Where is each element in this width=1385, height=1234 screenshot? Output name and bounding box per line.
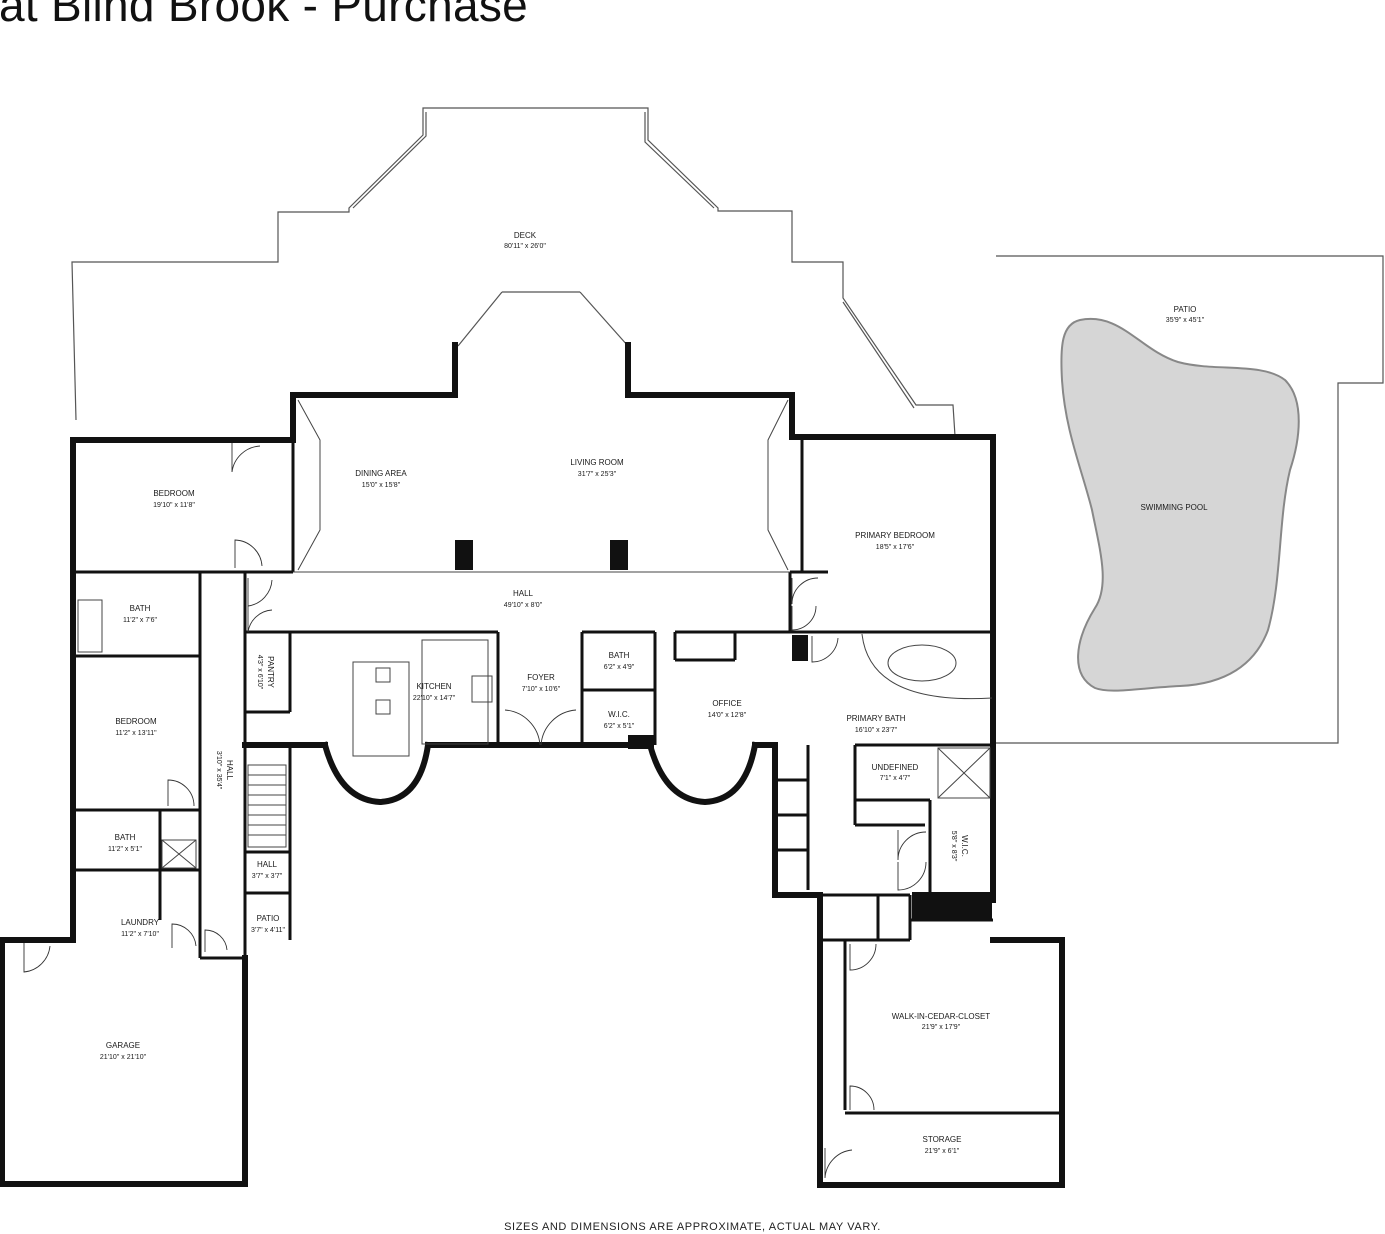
room-hall-side-name: HALL xyxy=(225,760,234,781)
room-cedar-closet-name: WALK-IN-CEDAR-CLOSET xyxy=(892,1012,990,1021)
room-living-room-name: LIVING ROOM xyxy=(570,458,624,467)
room-bedroom-1-name: BEDROOM xyxy=(153,489,195,498)
room-kitchen-name: KITCHEN xyxy=(416,682,451,691)
room-wic-2: W.I.C. 5'8" x 8'3" xyxy=(950,831,969,862)
fixtures xyxy=(77,599,993,869)
room-laundry-dim: 11'2" x 7'10" xyxy=(121,931,159,938)
room-pantry-dim: 4'3" x 6'10" xyxy=(256,655,263,690)
room-foyer-name: FOYER xyxy=(527,673,555,682)
room-bath-1: BATH 11'2" x 7'6" xyxy=(123,604,157,624)
room-bath-2-name: BATH xyxy=(609,651,630,660)
room-hall-main-name: HALL xyxy=(513,589,534,598)
room-patio-small: PATIO 3'7" x 4'11" xyxy=(251,914,285,934)
room-hall-small: HALL 3'7" x 3'7" xyxy=(252,860,283,880)
room-deck: DECK 80'11" x 26'0" xyxy=(504,231,546,250)
living-dining-lines xyxy=(293,399,790,573)
room-bedroom-2: BEDROOM 11'2" x 13'11" xyxy=(115,717,157,737)
room-bath-2-dim: 6'2" x 4'9" xyxy=(604,664,635,671)
room-wic-2-dim: 5'8" x 8'3" xyxy=(950,831,957,862)
room-office-dim: 14'0" x 12'8" xyxy=(708,712,747,719)
room-wic-1-dim: 6'2" x 5'1" xyxy=(604,723,635,730)
room-patio-pool: PATIO 35'9" x 45'1" xyxy=(1166,305,1205,324)
room-pantry-name: PANTRY xyxy=(266,656,275,688)
room-dining-area-name: DINING AREA xyxy=(355,469,407,478)
room-garage-dim: 21'10" x 21'10" xyxy=(100,1054,147,1061)
plan-title: g at Blind Brook - Purchase xyxy=(0,0,529,31)
room-storage-name: STORAGE xyxy=(923,1135,962,1144)
room-bath-3-name: BATH xyxy=(115,833,136,842)
room-swimming-pool: SWIMMING POOL xyxy=(1140,503,1208,512)
room-bedroom-2-name: BEDROOM xyxy=(115,717,157,726)
room-laundry: LAUNDRY 11'2" x 7'10" xyxy=(121,918,160,938)
room-primary-bath: PRIMARY BATH 16'10" x 23'7" xyxy=(846,714,905,734)
room-patio-small-dim: 3'7" x 4'11" xyxy=(251,927,285,934)
room-kitchen-dim: 22'10" x 14'7" xyxy=(413,695,456,702)
room-wic-2-name: W.I.C. xyxy=(960,835,969,857)
room-bath-2: BATH 6'2" x 4'9" xyxy=(604,651,635,671)
room-primary-bath-name: PRIMARY BATH xyxy=(846,714,905,723)
room-primary-bath-dim: 16'10" x 23'7" xyxy=(855,727,898,734)
room-wic-1: W.I.C. 6'2" x 5'1" xyxy=(604,710,635,730)
room-patio-pool-name: PATIO xyxy=(1174,305,1197,314)
room-primary-bedroom: PRIMARY BEDROOM 18'5" x 17'6" xyxy=(855,531,935,551)
pool-patio-outline xyxy=(996,255,1384,744)
room-hall-side-dim: 3'10" x 35'4" xyxy=(215,751,222,790)
room-laundry-name: LAUNDRY xyxy=(121,918,160,927)
room-deck-name: DECK xyxy=(514,231,537,240)
room-foyer: FOYER 7'10" x 10'6" xyxy=(522,673,561,693)
room-bath-3: BATH 11'2" x 5'1" xyxy=(108,833,142,853)
door-swings xyxy=(23,443,927,1179)
disclaimer-footer: SIZES AND DIMENSIONS ARE APPROXIMATE, AC… xyxy=(504,1221,881,1233)
room-deck-dim: 80'11" x 26'0" xyxy=(504,243,546,250)
room-undefined: UNDEFINED 7'1" x 4'7" xyxy=(872,763,919,782)
room-bath-3-dim: 11'2" x 5'1" xyxy=(108,846,142,853)
room-undefined-dim: 7'1" x 4'7" xyxy=(880,775,911,782)
room-swimming-pool-name: SWIMMING POOL xyxy=(1140,503,1208,512)
room-hall-small-dim: 3'7" x 3'7" xyxy=(252,873,283,880)
room-garage: GARAGE 21'10" x 21'10" xyxy=(100,1041,147,1061)
room-bath-1-dim: 11'2" x 7'6" xyxy=(123,617,157,624)
room-office: OFFICE 14'0" x 12'8" xyxy=(708,699,747,719)
deck-outline xyxy=(71,107,956,437)
room-hall-main: HALL 49'10" x 8'0" xyxy=(504,589,543,609)
room-cedar-closet-dim: 21'9" x 17'9" xyxy=(922,1024,961,1031)
room-hall-side: HALL 3'10" x 35'4" xyxy=(215,751,234,790)
room-dining-area: DINING AREA 15'0" x 15'8" xyxy=(355,469,407,489)
dark-blocks xyxy=(455,540,992,920)
room-cedar-closet: WALK-IN-CEDAR-CLOSET 21'9" x 17'9" xyxy=(892,1012,990,1031)
room-primary-bedroom-name: PRIMARY BEDROOM xyxy=(855,531,935,540)
room-bedroom-1-dim: 19'10" x 11'8" xyxy=(153,502,195,509)
room-garage-name: GARAGE xyxy=(106,1041,140,1050)
room-bedroom-1: BEDROOM 19'10" x 11'8" xyxy=(153,489,195,509)
room-wic-1-name: W.I.C. xyxy=(608,710,630,719)
room-bedroom-2-dim: 11'2" x 13'11" xyxy=(115,730,157,737)
swimming-pool-shape xyxy=(1060,317,1300,692)
room-bath-1-name: BATH xyxy=(130,604,151,613)
room-primary-bedroom-dim: 18'5" x 17'6" xyxy=(876,544,915,551)
room-living-room: LIVING ROOM 31'7" x 25'3" xyxy=(570,458,624,478)
room-storage: STORAGE 21'9" x 6'1" xyxy=(923,1135,962,1155)
room-patio-small-name: PATIO xyxy=(257,914,280,923)
room-storage-dim: 21'9" x 6'1" xyxy=(925,1148,960,1155)
room-hall-main-dim: 49'10" x 8'0" xyxy=(504,602,543,609)
room-dining-area-dim: 15'0" x 15'8" xyxy=(362,482,401,489)
room-foyer-dim: 7'10" x 10'6" xyxy=(522,686,561,693)
room-office-name: OFFICE xyxy=(712,699,741,708)
room-living-room-dim: 31'7" x 25'3" xyxy=(578,471,617,478)
room-patio-pool-dim: 35'9" x 45'1" xyxy=(1166,317,1205,324)
room-undefined-name: UNDEFINED xyxy=(872,763,919,772)
room-kitchen: KITCHEN 22'10" x 14'7" xyxy=(413,682,456,702)
exterior-walls xyxy=(0,342,1065,1188)
room-hall-small-name: HALL xyxy=(257,860,278,869)
room-pantry: PANTRY 4'3" x 6'10" xyxy=(256,655,275,690)
